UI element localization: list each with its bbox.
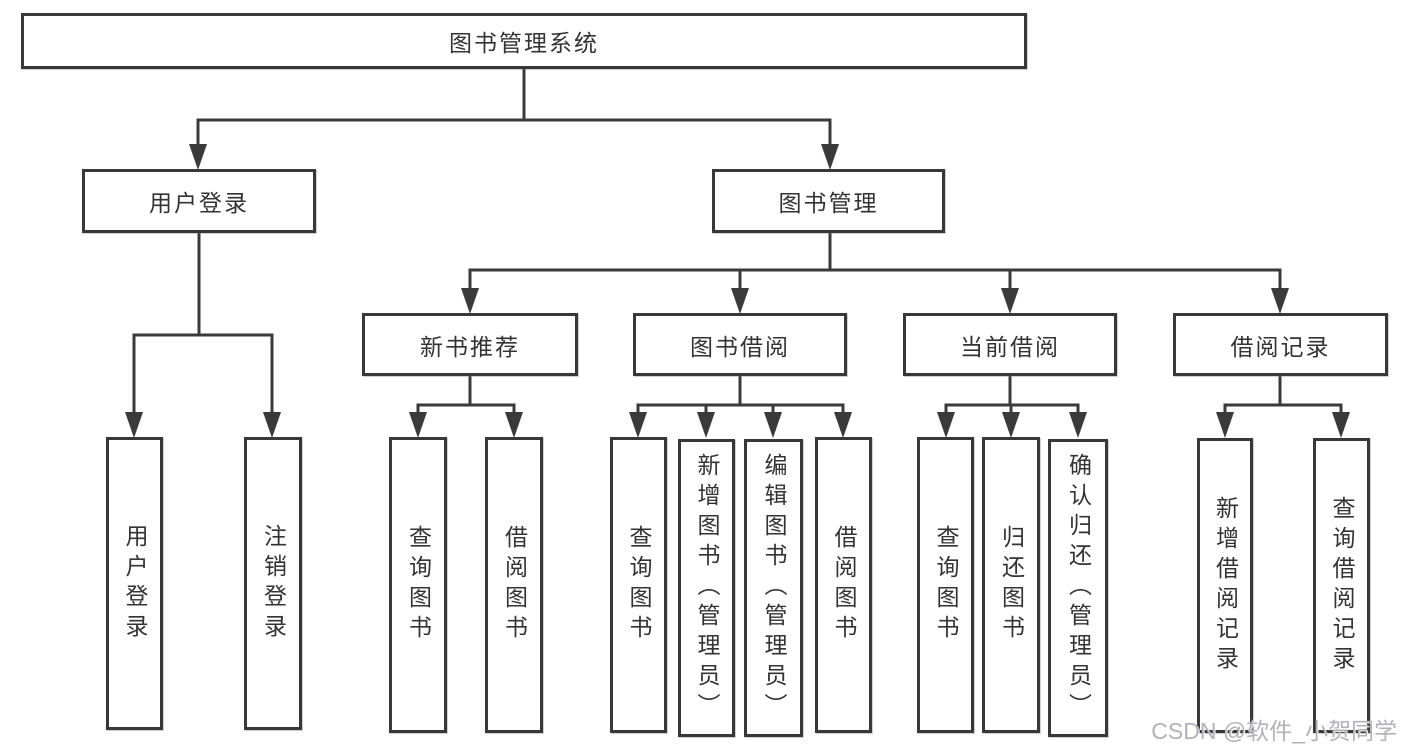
arrowhead-icon xyxy=(1216,412,1234,438)
node-label-leaf-logout: 注销登录 xyxy=(260,523,287,644)
node-user-login-branch: 用户登录 xyxy=(82,169,316,233)
node-leaf-logout: 注销登录 xyxy=(244,437,302,730)
arrowheads xyxy=(125,144,1350,438)
connector-borrow-records-split xyxy=(1223,376,1343,418)
arrowhead-icon xyxy=(937,412,955,438)
connector-book-management-split xyxy=(468,233,1282,295)
connector-root-split xyxy=(196,69,832,150)
connector-book-borrow-split xyxy=(636,376,845,418)
node-label-book-borrow: 图书借阅 xyxy=(690,333,790,360)
arrowhead-icon xyxy=(505,412,523,438)
node-label-borrow-records: 借阅记录 xyxy=(1230,333,1331,360)
connector-user-login-split xyxy=(132,233,274,418)
node-leaf-borrow-books-1: 借阅图书 xyxy=(485,437,543,733)
arrowhead-icon xyxy=(125,412,143,438)
node-label-leaf-query-books-3: 查询图书 xyxy=(933,525,959,645)
node-leaf-query-borrow-record: 查询借阅记录 xyxy=(1313,438,1370,733)
node-label-new-book-recommend: 新书推荐 xyxy=(420,333,520,360)
arrowhead-icon xyxy=(409,412,427,438)
node-leaf-add-borrow-record: 新增借阅记录 xyxy=(1197,438,1253,733)
node-label-leaf-query-books-1: 查询图书 xyxy=(405,525,432,645)
arrowhead-icon xyxy=(189,144,207,170)
arrowhead-icon xyxy=(764,412,782,438)
arrowhead-icon xyxy=(834,412,852,438)
node-current-borrow: 当前借阅 xyxy=(903,313,1117,376)
node-label-leaf-query-books-2: 查询图书 xyxy=(626,525,652,645)
arrowhead-icon xyxy=(263,412,281,438)
node-leaf-add-book: 新增图书（管理员） xyxy=(678,439,735,737)
node-label-leaf-return-book: 归还图书 xyxy=(998,525,1025,645)
arrowhead-icon xyxy=(1001,288,1019,314)
node-leaf-query-books-2: 查询图书 xyxy=(610,437,667,733)
node-leaf-borrow-books-2: 借阅图书 xyxy=(815,437,872,733)
node-root: 图书管理系统 xyxy=(21,13,1027,69)
arrowhead-icon xyxy=(629,412,647,438)
node-borrow-records: 借阅记录 xyxy=(1173,313,1388,376)
node-label-current-borrow: 当前借阅 xyxy=(960,333,1060,360)
connector-current-borrow-split xyxy=(944,376,1080,418)
node-label-leaf-borrow-books-2: 借阅图书 xyxy=(831,525,857,645)
node-label-leaf-user-login: 用户登录 xyxy=(122,523,148,644)
node-label-leaf-borrow-books-1: 借阅图书 xyxy=(501,525,528,645)
node-label-leaf-add-book: 新增图书（管理员） xyxy=(694,453,720,723)
connector-new-book-recommend-split xyxy=(416,376,516,418)
arrowhead-icon xyxy=(697,412,715,438)
node-label-leaf-confirm-return: 确认归还（管理员） xyxy=(1065,453,1092,723)
arrowhead-icon xyxy=(461,288,479,314)
node-label-root: 图书管理系统 xyxy=(449,30,599,56)
node-label-leaf-query-borrow-record: 查询借阅记录 xyxy=(1329,495,1355,676)
arrowhead-icon xyxy=(1002,412,1020,438)
node-leaf-query-books-3: 查询图书 xyxy=(917,437,974,733)
node-leaf-query-books-1: 查询图书 xyxy=(389,437,447,733)
arrowhead-icon xyxy=(821,144,839,170)
node-label-book-management-branch: 图书管理 xyxy=(778,190,879,216)
arrowhead-icon xyxy=(1069,412,1087,438)
node-leaf-confirm-return: 确认归还（管理员） xyxy=(1048,439,1108,737)
node-leaf-return-book: 归还图书 xyxy=(982,437,1040,733)
node-book-management-branch: 图书管理 xyxy=(712,169,945,233)
arrowhead-icon xyxy=(731,288,749,314)
node-label-user-login-branch: 用户登录 xyxy=(149,190,249,216)
node-label-leaf-add-borrow-record: 新增借阅记录 xyxy=(1212,495,1239,676)
arrowhead-icon xyxy=(1332,412,1350,438)
arrowhead-icon xyxy=(1271,288,1289,314)
node-leaf-edit-book: 编辑图书（管理员） xyxy=(744,439,803,737)
node-label-leaf-edit-book: 编辑图书（管理员） xyxy=(761,453,787,723)
node-new-book-recommend: 新书推荐 xyxy=(362,313,578,376)
node-book-borrow: 图书借阅 xyxy=(633,313,847,376)
node-leaf-user-login: 用户登录 xyxy=(106,437,163,730)
